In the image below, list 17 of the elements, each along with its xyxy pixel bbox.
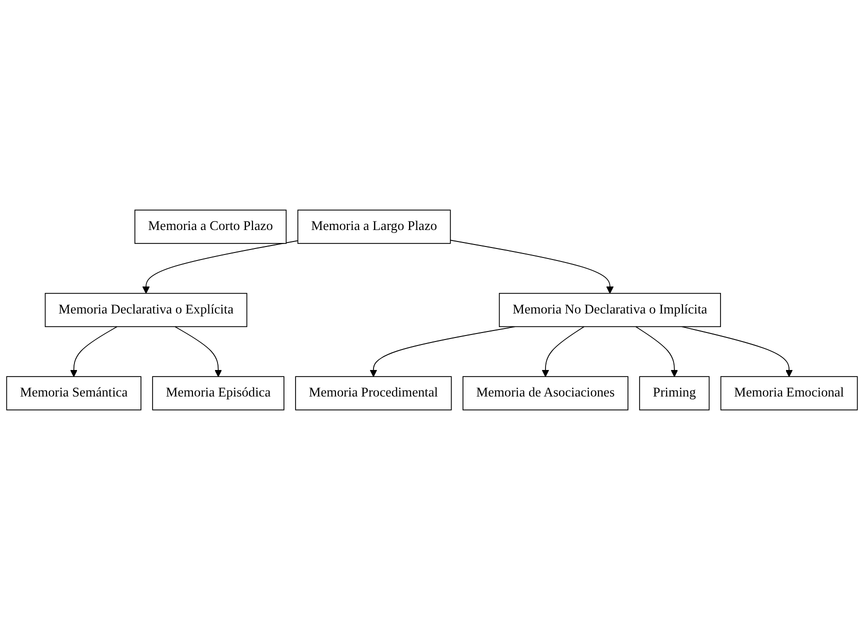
node-box: Memoria Semántica — [6, 376, 142, 410]
node-box: Priming — [639, 376, 710, 410]
node-box: Memoria Emocional — [720, 376, 858, 410]
arrow — [142, 240, 298, 294]
node-box: Memoria a Corto Plazo — [134, 210, 287, 244]
node-box: Memoria de Asociaciones — [462, 376, 628, 410]
node-box: Memoria Declarativa o Explícita — [44, 292, 248, 328]
node-box: Memoria Procedimental — [295, 376, 452, 410]
node-box: Memoria a Largo Plazo — [297, 210, 451, 244]
arrow — [681, 326, 793, 377]
arrow — [635, 326, 678, 377]
arrow — [450, 240, 614, 294]
arrow — [70, 326, 118, 377]
arrow — [174, 326, 222, 377]
node-box: Memoria No Declarativa o Implícita — [498, 292, 721, 328]
node-box: Memoria Episódica — [152, 376, 284, 410]
arrow — [542, 326, 585, 377]
